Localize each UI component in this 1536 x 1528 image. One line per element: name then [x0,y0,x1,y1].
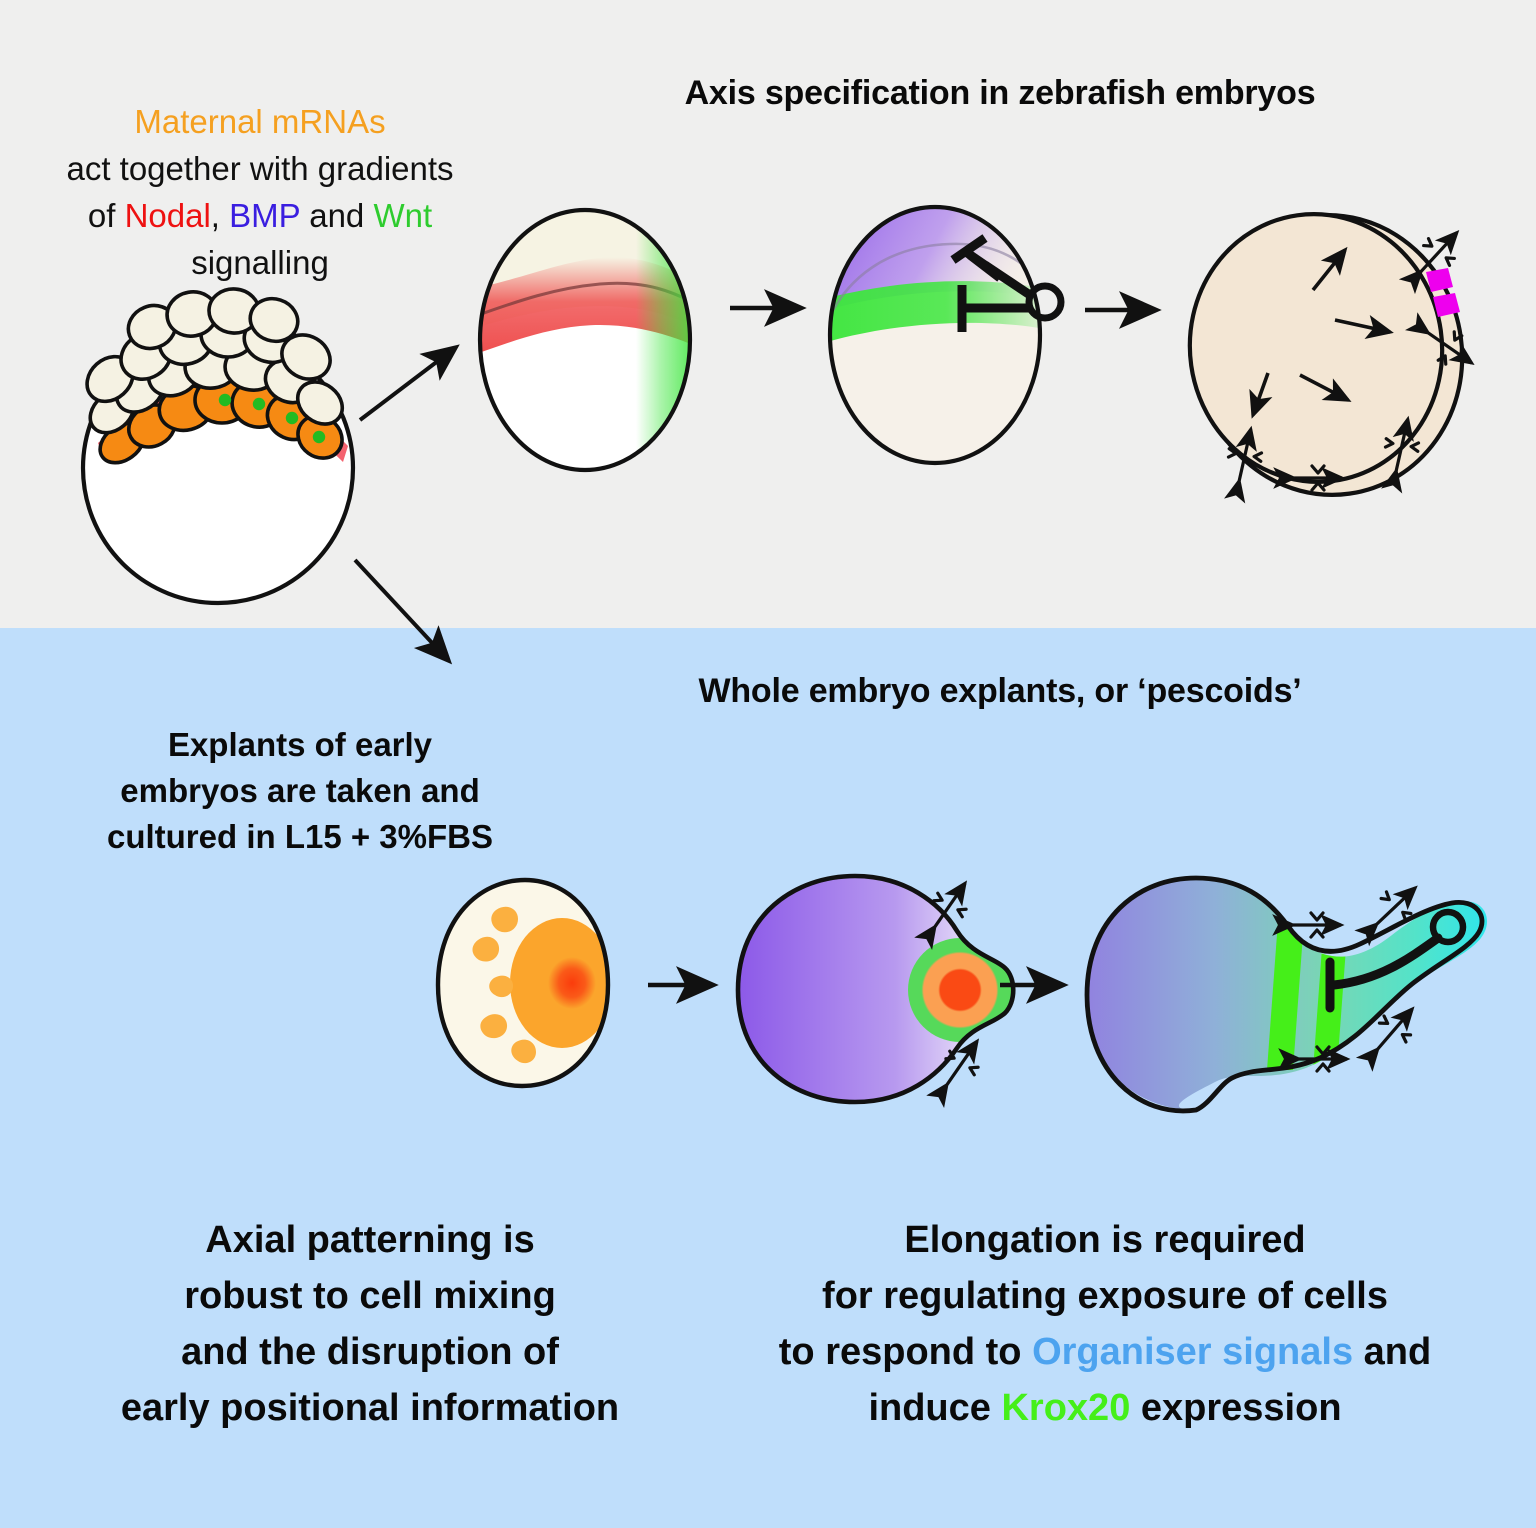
conc-seg-regulating: for regulating exposure of cells [822,1275,1388,1317]
maternal-mrna-caption: Maternal mRNAs act together with gradien… [10,98,510,286]
arrow-blastula-to-gradients [358,344,460,422]
conclusion-right-line-2: for regulating exposure of cells [700,1268,1510,1324]
pescoid-early-explant [435,877,611,1089]
conc-seg-and: and [1353,1331,1432,1373]
blastula-embryo [80,287,356,606]
caption-line-3: of Nodal, BMP and Wnt [10,192,510,239]
conc-seg-respond: to respond to [778,1331,1033,1373]
organiser-inhibition-group [1325,908,1467,1013]
blastoderm-cells [85,287,345,435]
pescoid-polarised [735,873,1016,1105]
caption-seg-maternal-mrnas: Maternal mRNAs [134,103,386,140]
organiser-symbol-o [1025,282,1065,322]
caption-seg-bmp: BMP [229,197,301,234]
conc-seg-krox20: Krox20 [1001,1387,1131,1429]
conclusion-right-line-3: to respond to Organiser signals and [700,1324,1510,1380]
bmp-wnt-embryo [827,204,1065,466]
culture-caption: Explants of early embryos are taken and … [106,726,493,855]
scattered-maternal-blobs [472,906,536,1064]
caption-seg-and: and [300,197,374,234]
organiser-inhibition-group [950,234,1065,332]
organiser-core [548,957,596,1009]
organiser-symbol-o [1429,908,1467,946]
caption-line-1: Maternal mRNAs [10,98,510,145]
caption-seg-wnt: Wnt [373,197,433,234]
organiser-ring [908,938,1012,1042]
bottom-panel-title: Whole embryo explants, or ‘pescoids’ [698,672,1302,710]
magenta-stripes [1426,268,1460,317]
marginal-cell-nuclei [218,393,326,444]
conc-seg-organiser-signals: Organiser signals [1032,1331,1354,1373]
conclusion-right-line-4: induce Krox20 expression [700,1380,1510,1436]
conc-seg-expression: expression [1130,1387,1342,1429]
top-panel-title: Axis specification in zebrafish embryos [684,74,1316,112]
conc-seg-elongation: Elongation is required [904,1219,1306,1261]
conc-seg-induce: induce [868,1387,1002,1429]
internal-migration-arrows [1249,246,1394,419]
caption-seg-act-together: act together with gradients [66,150,454,187]
caption-seg-signalling: signalling [191,244,329,281]
arrow-blastula-to-pescoid [353,558,453,665]
conclusion-right-line-1: Elongation is required [700,1212,1510,1268]
caption-seg-of: of [87,197,125,234]
caption-line-4: signalling [10,239,510,286]
gastrulating-embryo [1187,212,1481,497]
caption-seg-nodal: Nodal [124,197,211,234]
gradient-embryo [477,207,693,473]
pescoid-elongated [1084,875,1488,1114]
caption-seg-comma: , [210,197,230,234]
conclusion-right: Elongation is required for regulating ex… [700,1212,1510,1436]
caption-line-2: act together with gradients [10,145,510,192]
bottom-panel-background [0,628,1536,1528]
conclusion-left: Axial patterning is robust to cell mixin… [120,1219,620,1429]
